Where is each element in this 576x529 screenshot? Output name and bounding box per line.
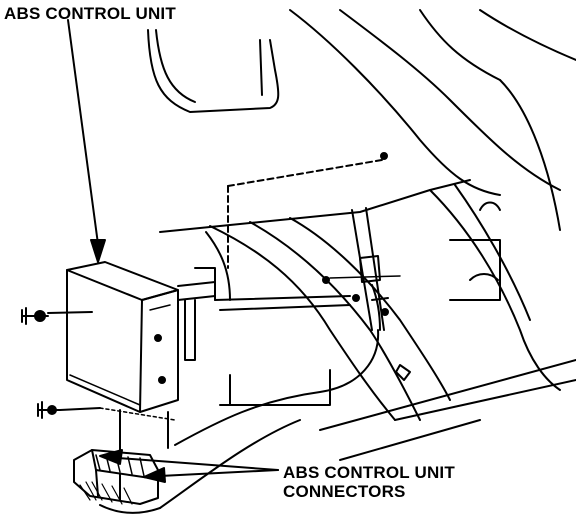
callout-arrow-unit [67,19,106,263]
dashboard-outline [147,9,576,231]
abs-control-unit-box [66,261,179,421]
abs-control-unit-label: ABS CONTROL UNIT [4,4,176,23]
abs-connectors [73,449,161,514]
abs-connectors-label: ABS CONTROL UNIT CONNECTORS [283,463,455,501]
floor-panel-outline [159,179,576,461]
abs-connectors-label-line2: CONNECTORS [283,482,406,501]
mounting-bracket [177,231,351,406]
brake-rod [351,207,389,331]
dashed-harness-guide [227,152,388,269]
abs-connectors-label-line1: ABS CONTROL UNIT [283,463,455,482]
mounting-bolts [21,275,401,419]
callout-arrows-connectors [99,449,279,483]
wire-harness [119,329,380,509]
